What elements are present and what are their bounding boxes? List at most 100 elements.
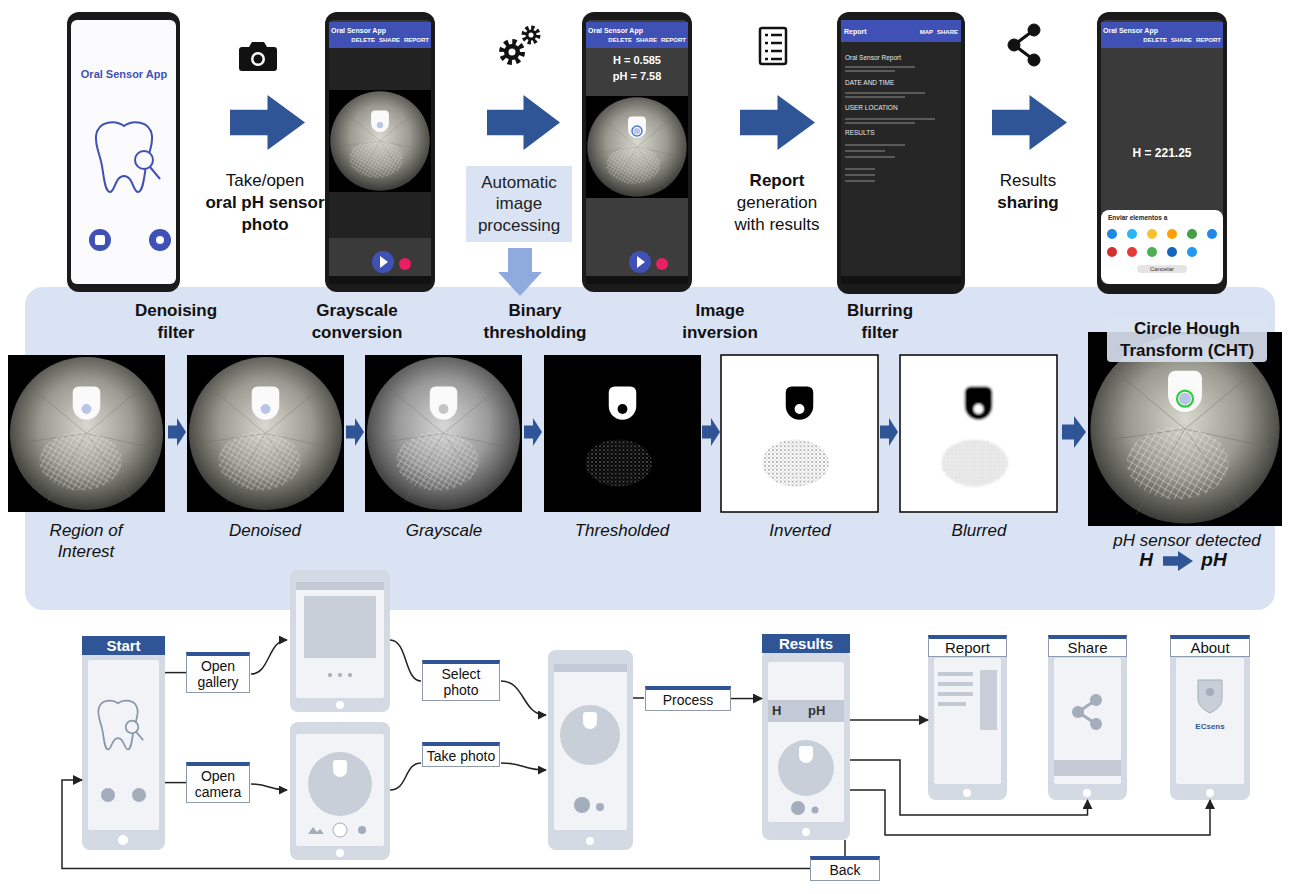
label-text: Grayscale (389, 520, 499, 541)
phone-result-screen (586, 276, 688, 284)
screen-text: SHARE (937, 29, 958, 36)
pipeline-images (1062, 416, 1086, 448)
screen-node: Start (82, 636, 165, 850)
wireframe-phones (548, 650, 633, 850)
label-text: Results (968, 170, 1088, 192)
connector (844, 840, 846, 856)
phone-result-screen (637, 256, 645, 268)
label-text: Denoising filter (126, 300, 226, 344)
wireframe-phones (1090, 694, 1102, 706)
wireframe-phones (938, 692, 973, 696)
pipeline-images (8, 332, 1282, 571)
phone-share-screen (1207, 229, 1217, 239)
screen-heading: Share (1048, 635, 1127, 657)
screen-heading: About (1170, 635, 1250, 657)
share-icon (1028, 24, 1040, 36)
screen-text: USER LOCATION (845, 104, 957, 111)
phone-share-screen (1167, 229, 1177, 239)
wireframe-phones (101, 788, 115, 802)
label-text: Grayscale conversion (302, 300, 412, 344)
pipeline-images (187, 355, 344, 512)
phone-report-screen (837, 12, 965, 294)
screen-text: REPORT (404, 37, 429, 44)
action-box: Back (810, 856, 880, 881)
screen-heading: Results (762, 634, 850, 653)
flow-arrow (251, 784, 287, 790)
connector (62, 780, 810, 869)
phone-report-screen (845, 144, 905, 146)
label-text: Take/open (200, 170, 330, 192)
wireframe-phones (333, 823, 347, 837)
phone-report-screen (845, 118, 935, 120)
wireframe-phones (554, 664, 627, 830)
wireframe-phones (358, 826, 366, 834)
phone-share-screen (1147, 247, 1157, 257)
wireframe-phones (963, 789, 971, 797)
label-text: Binary thresholding (475, 300, 595, 344)
phone-share-screen (1097, 12, 1227, 294)
phone-report-screen (845, 92, 925, 94)
screen-value: H (772, 703, 781, 718)
phone-photo-screen (329, 90, 431, 192)
phone-report-screen (845, 156, 895, 158)
pipeline-images (702, 418, 720, 446)
phone-report-screen (845, 66, 915, 68)
phone-share-screen (1187, 229, 1197, 239)
phone-share-screen (1101, 20, 1223, 284)
screen-text: DELETE (1143, 37, 1167, 44)
wireframe-phones (1206, 688, 1214, 696)
label-text: Thresholded (562, 520, 682, 541)
screen-text: Oral Sensor App (1103, 27, 1158, 35)
wireframe-phones (1083, 789, 1091, 797)
phone-share-screen (1101, 210, 1223, 284)
phone-report-screen (845, 96, 905, 98)
gears-icon (529, 33, 534, 38)
header-row: DELETESHAREREPORT (331, 37, 429, 44)
wireframe-phones (583, 712, 597, 729)
wireframe-phones (290, 722, 390, 860)
phone-result-screen (656, 258, 668, 270)
wireframe-phones (348, 673, 352, 677)
phone-share-screen (1167, 247, 1177, 257)
phone-share-screen (1147, 229, 1157, 239)
pipeline-images (900, 355, 1057, 512)
phone-share-screen (1127, 247, 1137, 257)
checklist-icon (760, 28, 786, 64)
screen-text: DATE AND TIME (845, 79, 957, 86)
gears-icon (526, 30, 537, 41)
phone-start-screen (67, 12, 180, 292)
phone-start-screen (96, 122, 160, 192)
screen-node: Share (1048, 635, 1127, 800)
screen-value: pH (808, 703, 825, 718)
pipeline-images (346, 418, 364, 446)
label-text: pH sensor detected (1097, 530, 1277, 551)
block-arrow (487, 95, 560, 150)
pipeline-images (365, 355, 522, 512)
phone-result-screen (632, 126, 642, 136)
down-arrow (498, 248, 542, 296)
pipeline-images (900, 355, 1057, 512)
connector (850, 719, 928, 721)
camera-icon (251, 52, 265, 66)
header-row: DELETESHAREREPORT (588, 37, 686, 44)
action-box: Take photo (422, 742, 500, 767)
phone-report-screen (837, 12, 965, 294)
box-text: Take photo (426, 748, 496, 764)
wireframe-phones (1054, 760, 1121, 776)
header-row: Oral Sensor App (1103, 27, 1221, 35)
phone-result-screen (582, 12, 692, 292)
header-row: DELETESHAREREPORT (1103, 37, 1221, 44)
phone-share-screen (1127, 229, 1137, 239)
label-text: Inverted (745, 520, 855, 541)
wireframe-phones (308, 827, 324, 834)
screen-text: DELETE (608, 37, 632, 44)
camera-icon (254, 55, 263, 64)
phone-result-screen (586, 22, 688, 48)
pipeline-images (880, 418, 898, 446)
wireframe-phones (1090, 718, 1102, 730)
wireframe-phones (98, 701, 143, 750)
flow-arrow (633, 697, 644, 699)
share-icon (1028, 54, 1040, 66)
box-text: Automatic image processing (470, 172, 568, 236)
